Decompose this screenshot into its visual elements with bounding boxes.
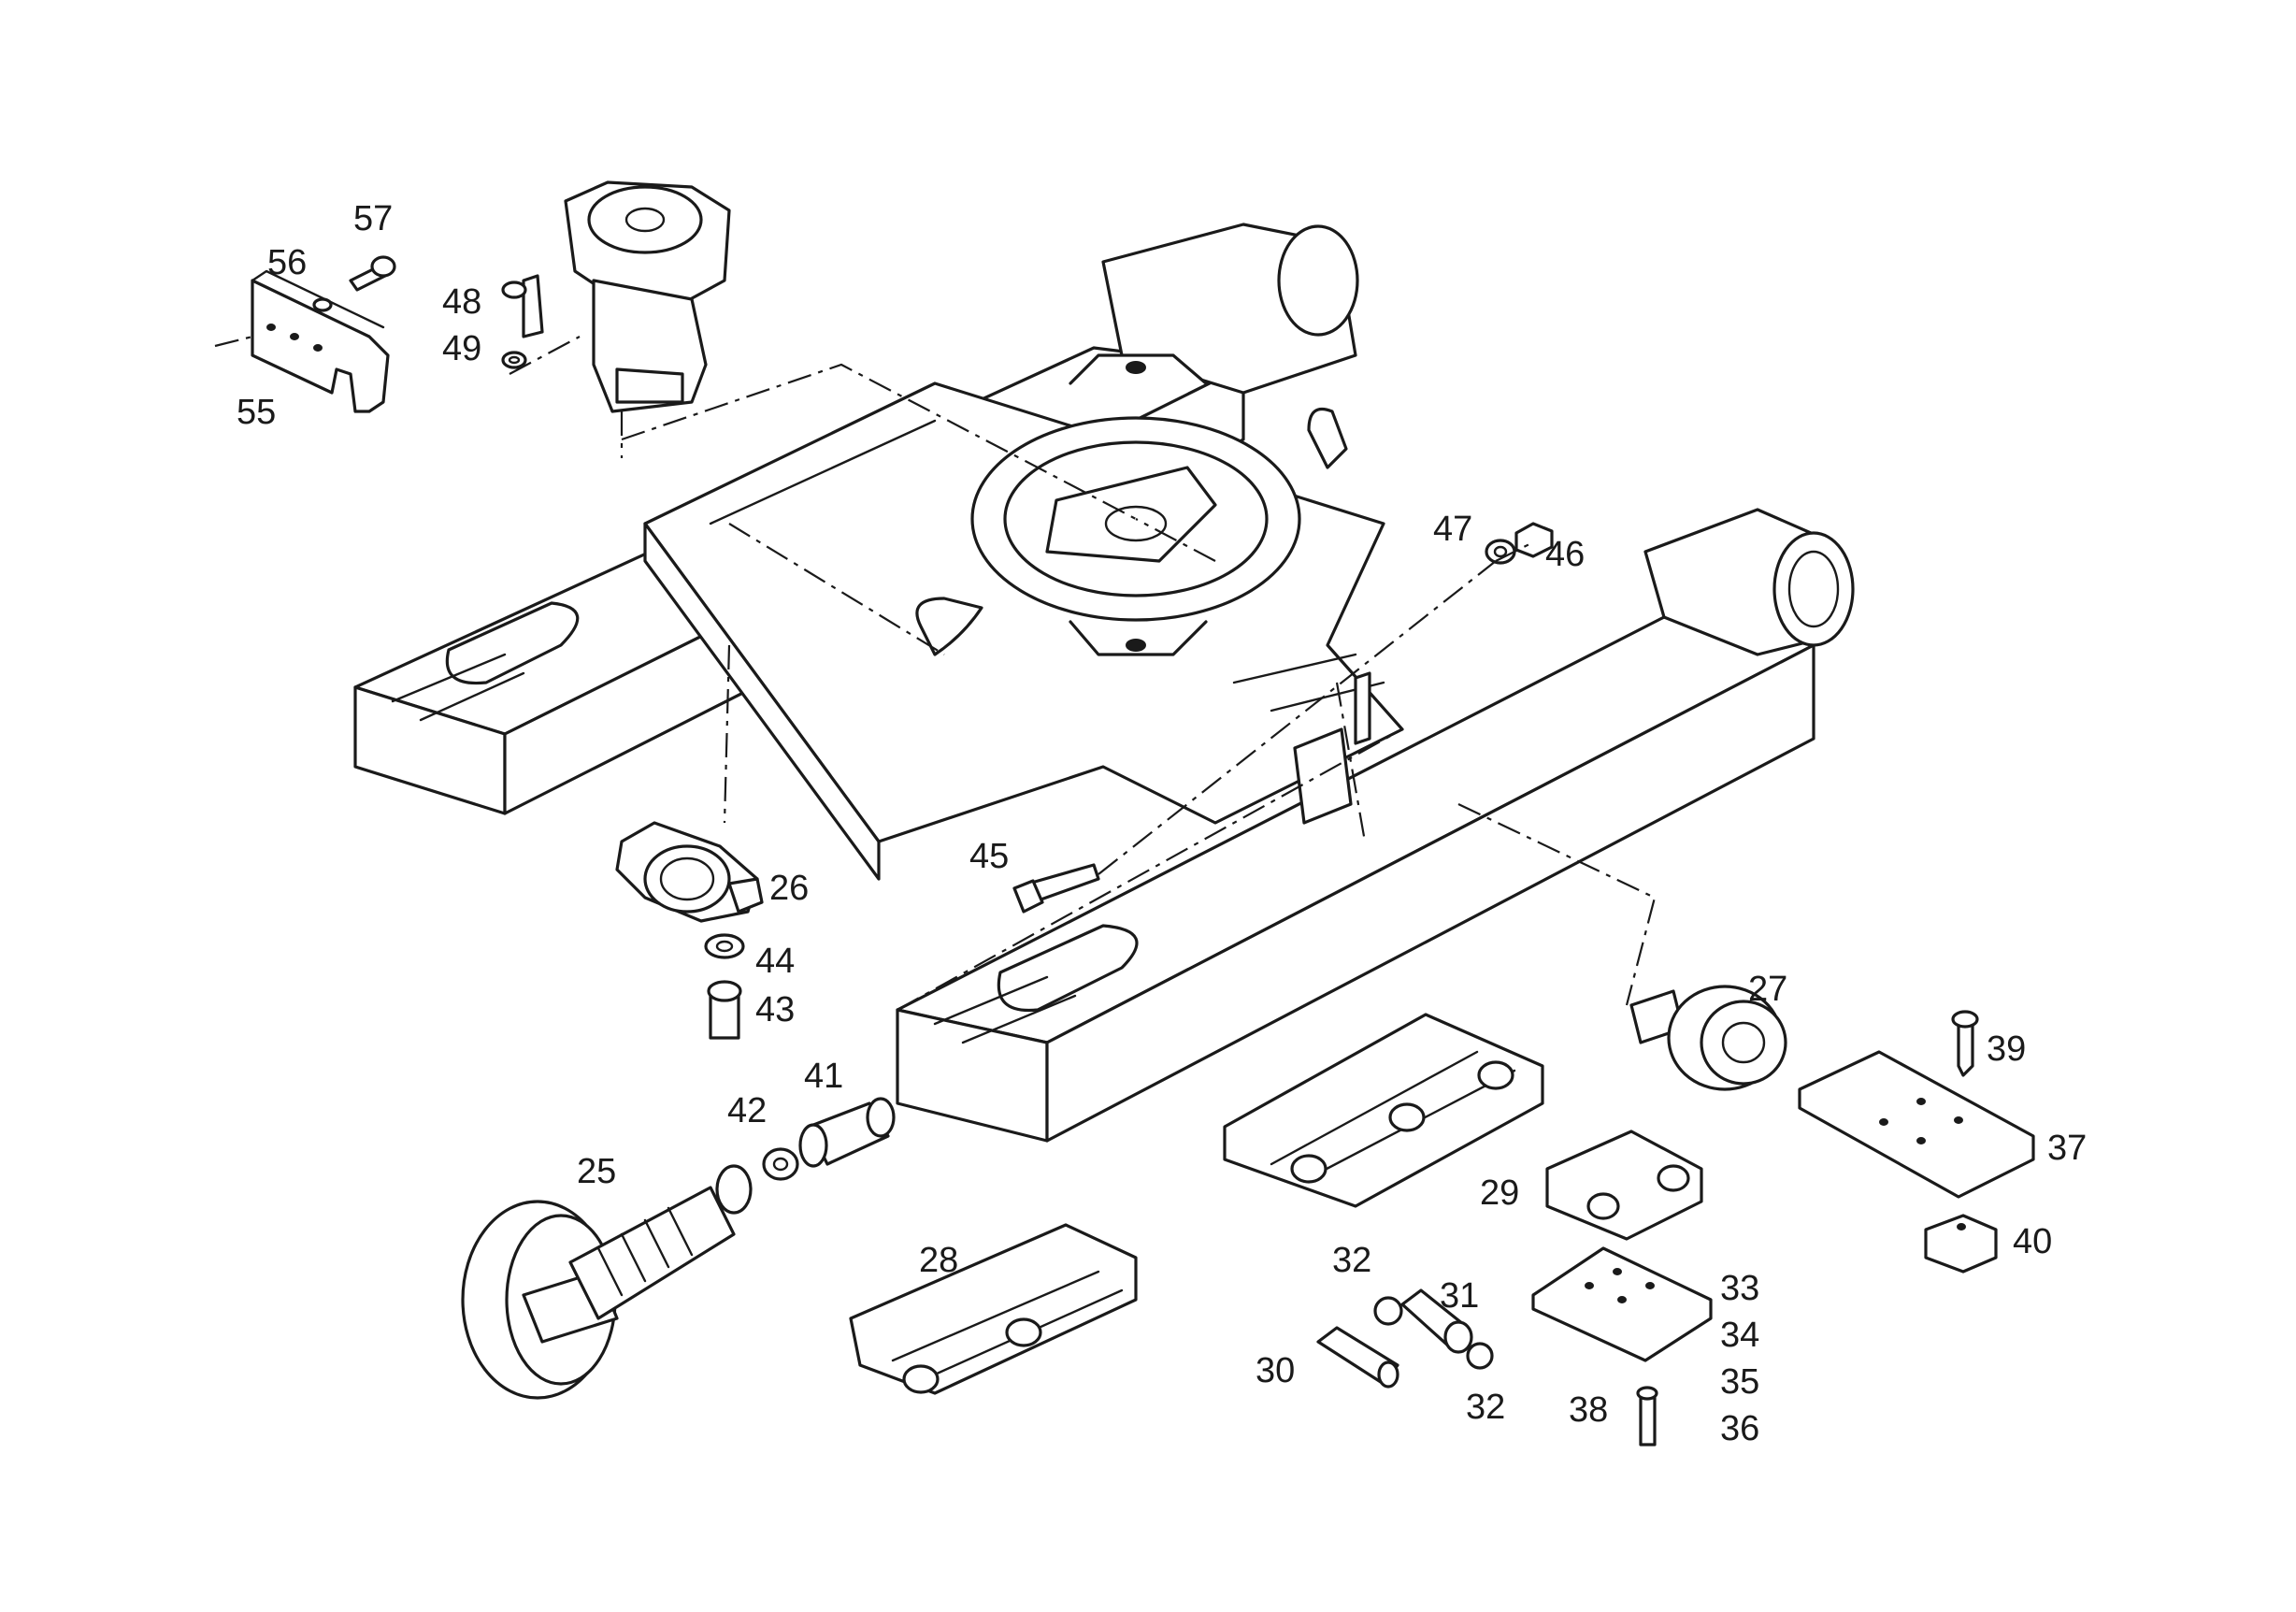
- callout-40: 40: [2013, 1222, 2052, 1261]
- leader-lines: [214, 335, 1657, 1011]
- callout-26: 26: [769, 869, 809, 908]
- callout-31: 31: [1440, 1276, 1479, 1316]
- carrier-roller-icon: [1629, 985, 1787, 1091]
- callout-57: 57: [353, 199, 393, 238]
- callout-36: 36: [1720, 1409, 1759, 1448]
- callout-32-bottom: 32: [1466, 1388, 1505, 1427]
- callout-29: 29: [1480, 1173, 1519, 1213]
- callout-labels: 57 56 48 49 55 47 46 45 26 44 43 27 39 3…: [237, 199, 2087, 1448]
- bolt-icon: [1012, 863, 1100, 914]
- callout-35: 35: [1720, 1362, 1759, 1402]
- callout-34: 34: [1720, 1316, 1759, 1355]
- callout-42: 42: [727, 1091, 767, 1130]
- final-drive-motor-icon: [501, 180, 731, 413]
- callout-55: 55: [237, 393, 276, 432]
- nut-washer-icon: [1485, 522, 1554, 565]
- track-roller-icon: [615, 821, 764, 1040]
- callout-56: 56: [267, 243, 307, 282]
- callout-46: 46: [1545, 535, 1585, 574]
- callout-27: 27: [1748, 970, 1787, 1009]
- callout-37: 37: [2047, 1129, 2087, 1168]
- callout-33: 33: [1720, 1269, 1759, 1308]
- callout-39: 39: [1987, 1029, 2026, 1069]
- callout-30: 30: [1256, 1351, 1295, 1390]
- callout-49: 49: [442, 329, 481, 368]
- callout-45: 45: [969, 837, 1009, 876]
- track-shoe-icon: [1531, 1246, 1713, 1446]
- idler-wheel-icon: [461, 1097, 896, 1400]
- callout-44: 44: [755, 942, 795, 981]
- callout-41: 41: [804, 1057, 843, 1096]
- undercarriage-frame-icon: [353, 223, 1855, 1143]
- track-pin-icon: [1316, 1288, 1494, 1389]
- callout-43: 43: [755, 990, 795, 1029]
- callout-48: 48: [442, 282, 481, 322]
- mounting-bracket-icon: [251, 255, 396, 413]
- track-chain-icon: [849, 1013, 1703, 1395]
- cover-plate-icon: [1798, 1010, 2035, 1274]
- callout-47: 47: [1433, 510, 1472, 549]
- callout-25: 25: [577, 1152, 616, 1191]
- callout-38: 38: [1569, 1390, 1608, 1430]
- callout-28: 28: [919, 1241, 958, 1280]
- callout-32-top: 32: [1332, 1241, 1371, 1280]
